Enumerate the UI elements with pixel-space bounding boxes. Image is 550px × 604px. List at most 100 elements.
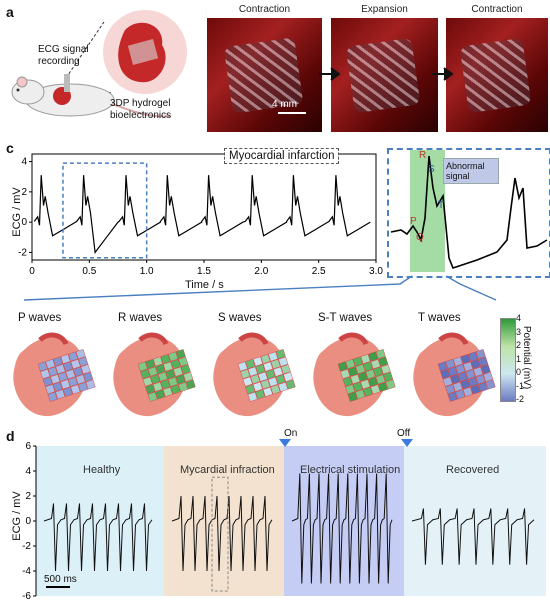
x-tick-label: 2.0: [254, 266, 268, 277]
electrode-cell: [363, 361, 374, 372]
y-tick-label: 2: [21, 187, 27, 198]
electrode-cell: [478, 356, 489, 367]
electrode-cell: [475, 349, 486, 360]
electrode-cell: [250, 374, 261, 385]
electrode-cell: [355, 389, 366, 400]
electrode-cell: [150, 374, 161, 385]
chart-c-title: Myocardial infarction: [224, 148, 340, 164]
electrode-cell: [168, 351, 179, 362]
electrode-cell: [240, 369, 251, 379]
electrode-cell: [170, 384, 181, 395]
electrode-cell: [278, 356, 289, 367]
electrode-cell: [285, 379, 296, 390]
x-tick-label: 0.5: [82, 266, 96, 277]
heart-label: S waves: [218, 312, 262, 324]
mouse-heart-illustration: [11, 10, 187, 118]
electrode-cell: [80, 364, 91, 375]
electrode-cell: [42, 376, 53, 387]
y-tick-label: -6: [22, 591, 31, 602]
electrode-cell: [140, 369, 151, 379]
photo-title-1: Contraction: [207, 2, 322, 18]
aorta-shape: [38, 332, 69, 346]
x-tick-label: 0: [29, 266, 35, 277]
heart-label: S-T waves: [318, 312, 373, 324]
electrode-cell: [170, 359, 181, 370]
electrode-cell: [368, 351, 379, 362]
electrode-cell: [68, 351, 79, 362]
electrode-cell: [85, 379, 96, 390]
electrode-cell: [45, 358, 56, 369]
electrode-cell: [378, 356, 389, 367]
electrode-cell: [178, 356, 189, 367]
electrode-cell: [480, 364, 491, 375]
segment-label-healthy: Healthy: [83, 464, 121, 476]
electrode-cell: [373, 366, 384, 377]
y-tick-label: 6: [25, 441, 31, 452]
electrode-cell: [385, 379, 396, 390]
stim-off-label: Off: [397, 428, 411, 439]
y-tick-label: 4: [25, 466, 31, 477]
electrode-cell: [60, 354, 71, 364]
electrode-cell: [445, 358, 456, 369]
electrode-cell: [468, 351, 479, 362]
ecg-series-2: [291, 473, 393, 584]
on-marker-icon: [279, 439, 291, 447]
arrow-icon: [432, 67, 454, 81]
electrode-cell: [78, 356, 89, 367]
electrode-cell: [237, 361, 248, 372]
electrode-cell: [380, 364, 391, 375]
colorbar-tick: -2: [516, 394, 525, 404]
wave-label-s: S: [428, 164, 435, 175]
electrode-cell: [255, 389, 266, 400]
electrode-cell: [355, 364, 366, 375]
electrode-cell: [352, 356, 363, 367]
off-marker-icon: [401, 439, 413, 447]
ecg-series-1: [171, 495, 273, 572]
electrode-cell: [160, 379, 171, 390]
electrode-cell: [52, 356, 63, 367]
heart-label: R waves: [118, 312, 163, 324]
electrode-cell: [270, 359, 281, 370]
electrode-cell: [452, 381, 463, 392]
electrode-cell: [360, 354, 371, 364]
heart-label: P waves: [18, 312, 62, 324]
colorbar-tick: 0: [516, 367, 522, 377]
electrode-cell: [63, 361, 74, 372]
electrode-cell: [463, 361, 474, 372]
electrode-cell: [352, 381, 363, 392]
electrode-cell: [65, 369, 76, 380]
electrode-cell: [375, 349, 386, 360]
electrode-cell: [273, 366, 284, 377]
electrode-cell: [70, 384, 81, 395]
photo-title-3: Contraction: [446, 2, 548, 18]
panel-label-d: d: [6, 428, 15, 444]
electrode-cell: [470, 359, 481, 370]
electrode-cell: [278, 381, 289, 392]
electrode-cell: [55, 364, 66, 375]
zoom-connectors: [23, 275, 497, 301]
y-tick-label: 4: [21, 157, 27, 168]
plot-frame: [31, 153, 377, 261]
aorta-shape: [438, 332, 469, 346]
segment-background: [404, 446, 546, 596]
heart-map: [213, 332, 296, 417]
electrode-cell: [242, 376, 253, 387]
electrode-cell: [383, 371, 394, 382]
x-tick-label: 1.0: [140, 266, 154, 277]
electrode-cell: [440, 369, 451, 379]
photo-contraction-1: [207, 17, 322, 132]
electrode-cell: [50, 374, 61, 385]
electrode-cell: [47, 391, 58, 402]
electrode-cell: [473, 366, 484, 377]
electrode-cell: [157, 371, 168, 382]
electrode-cell: [160, 354, 171, 364]
electrode-cell: [173, 366, 184, 377]
ecg-series-3: [411, 508, 535, 565]
electrode-cell: [370, 359, 381, 370]
electrode-cell: [257, 371, 268, 382]
electrode-cell: [450, 374, 461, 385]
x-tick-label: 3.0: [369, 266, 383, 277]
electrode-cell: [263, 361, 274, 372]
y-tick-label: 0: [25, 516, 31, 527]
segment-background: [36, 446, 164, 596]
